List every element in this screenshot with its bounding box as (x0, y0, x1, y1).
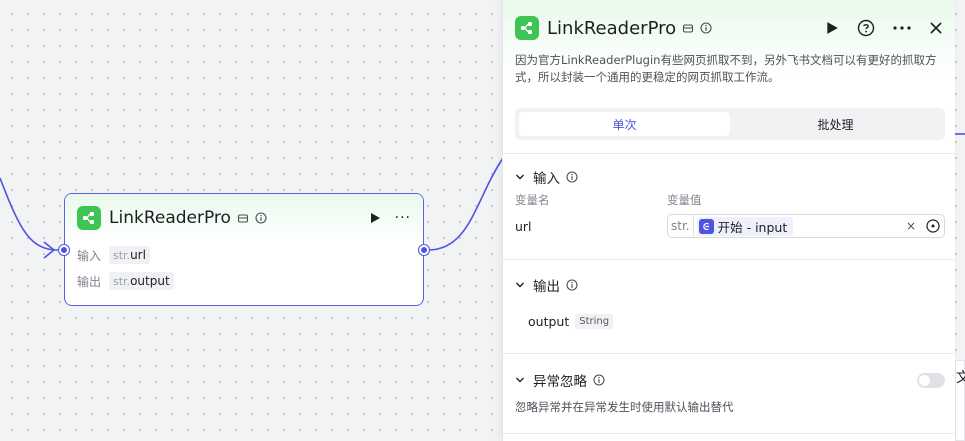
info-icon[interactable] (566, 279, 578, 291)
output-var-row: output String (515, 314, 945, 329)
close-icon[interactable] (929, 21, 943, 35)
tab-single[interactable]: 单次 (519, 112, 730, 136)
node-more-button[interactable]: ··· (394, 210, 411, 226)
panel-header: LinkReaderPro (503, 0, 955, 96)
help-icon[interactable] (857, 19, 875, 37)
col-var-name: 变量名 (515, 193, 550, 207)
param-name: url (515, 218, 532, 234)
info-icon[interactable] (566, 171, 578, 183)
output-section-title: 输出 (533, 279, 560, 295)
error-ignore-toggle[interactable] (917, 372, 945, 388)
panel-title: LinkReaderPro (547, 17, 677, 39)
offscreen-node-text: 文 (956, 370, 965, 386)
variable-picker-icon[interactable] (926, 219, 940, 233)
chevron-down-icon[interactable] (515, 172, 525, 182)
input-param-row: url str. 开始 - input × (515, 214, 945, 238)
param-type-prefix: str. (668, 215, 694, 237)
input-section: 输入 变量名 变量值 url str. 开始 - input × (503, 154, 955, 260)
run-node-button[interactable] (369, 212, 381, 224)
info-icon[interactable] (700, 22, 712, 34)
node-input-port[interactable] (59, 245, 69, 255)
plugin-badge-icon (237, 212, 249, 224)
panel-description: 因为官方LinkReaderPlugin有些网页抓取不到，另外飞书文档可以有更好… (515, 53, 937, 84)
node-output-row: 输出 str.output (65, 268, 423, 294)
output-section: 输出 output String (503, 260, 955, 354)
chevron-down-icon[interactable] (515, 375, 525, 385)
param-value-field[interactable]: str. 开始 - input × (667, 214, 945, 238)
node-input-row: 输入 str.url (65, 242, 423, 268)
reference-label: 开始 - input (717, 219, 788, 235)
plugin-badge-icon (682, 22, 694, 34)
node-output-port[interactable] (419, 245, 429, 255)
mode-tabs: 单次 批处理 (515, 108, 945, 140)
variable-reference-chip[interactable]: 开始 - input (696, 216, 794, 236)
plugin-app-icon (77, 206, 101, 230)
clear-icon[interactable]: × (905, 219, 916, 233)
info-icon[interactable] (593, 374, 605, 386)
start-node-icon (698, 218, 714, 234)
node-input-tag: str.url (109, 246, 150, 264)
more-options-icon[interactable] (893, 25, 911, 31)
output-type-tag: String (575, 314, 614, 329)
error-ignore-section: 异常忽略 忽略异常并在异常发生时使用默认输出替代 (503, 354, 955, 434)
run-test-button[interactable] (825, 21, 839, 35)
node-output-tag: str.output (109, 272, 174, 290)
node-output-label: 输出 (77, 274, 102, 289)
workflow-node[interactable]: LinkReaderPro ··· 输入 str.url 输出 str.outp… (64, 193, 424, 306)
input-section-title: 输入 (533, 171, 560, 187)
plugin-app-icon (515, 16, 539, 40)
offscreen-node-fragment: 文 (955, 360, 965, 441)
input-section-header[interactable]: 输入 (515, 166, 945, 188)
output-section-header[interactable]: 输出 (515, 274, 945, 296)
col-var-value: 变量值 (667, 193, 702, 207)
error-ignore-hint: 忽略异常并在异常发生时使用默认输出替代 (515, 400, 734, 414)
output-var-name: output (528, 314, 570, 329)
error-ignore-title: 异常忽略 (533, 374, 587, 390)
node-header: LinkReaderPro ··· (65, 194, 423, 242)
chevron-down-icon[interactable] (515, 280, 525, 290)
error-ignore-header[interactable]: 异常忽略 (515, 369, 945, 391)
info-icon[interactable] (255, 212, 267, 224)
node-input-label: 输入 (77, 248, 102, 263)
node-title: LinkReaderPro (109, 208, 231, 228)
node-settings-panel: LinkReaderPro (502, 0, 955, 441)
tab-batch[interactable]: 批处理 (817, 117, 854, 132)
